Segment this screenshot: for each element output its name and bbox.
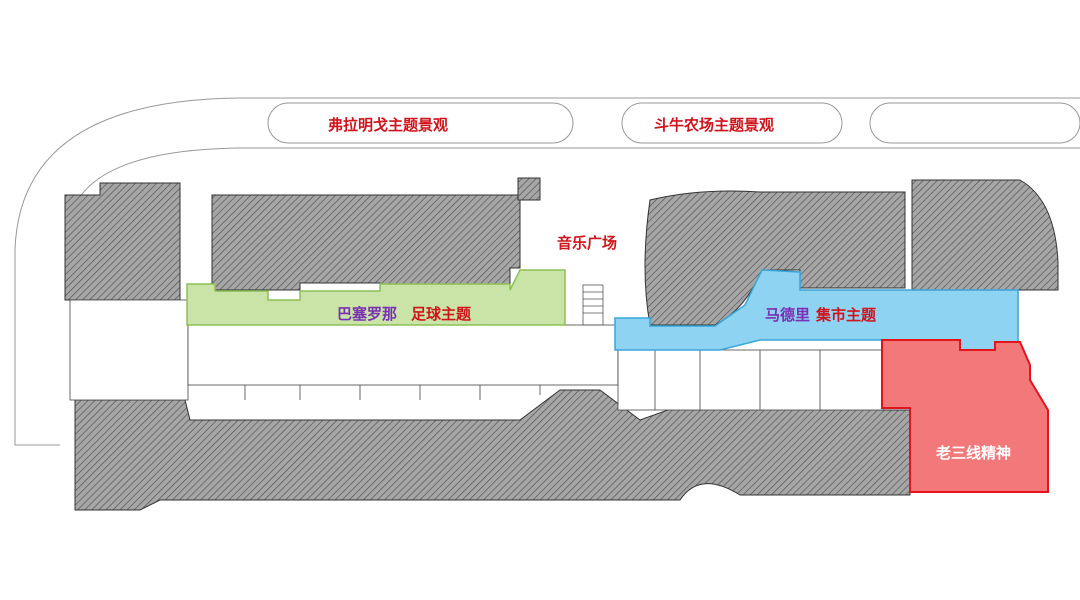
label-football-theme: 足球主题 [411, 305, 472, 323]
label-flamenco-landscape: 弗拉明戈主题景观 [328, 116, 449, 134]
road-outlines [14, 97, 1080, 446]
label-sanxian-spirit: 老三线精神 [936, 444, 1012, 462]
label-market-theme: 集市主题 [816, 306, 877, 324]
label-madrid: 马德里 [765, 306, 811, 324]
shop-row [69, 299, 884, 411]
stair [582, 284, 604, 326]
red-zone-sanxian [881, 339, 1049, 493]
label-barcelona: 巴塞罗那 [337, 305, 398, 323]
green-zone-barcelona [186, 269, 566, 326]
label-bullfight-landscape: 斗牛农场主题景观 [654, 116, 775, 134]
label-music-plaza: 音乐广场 [557, 234, 618, 252]
